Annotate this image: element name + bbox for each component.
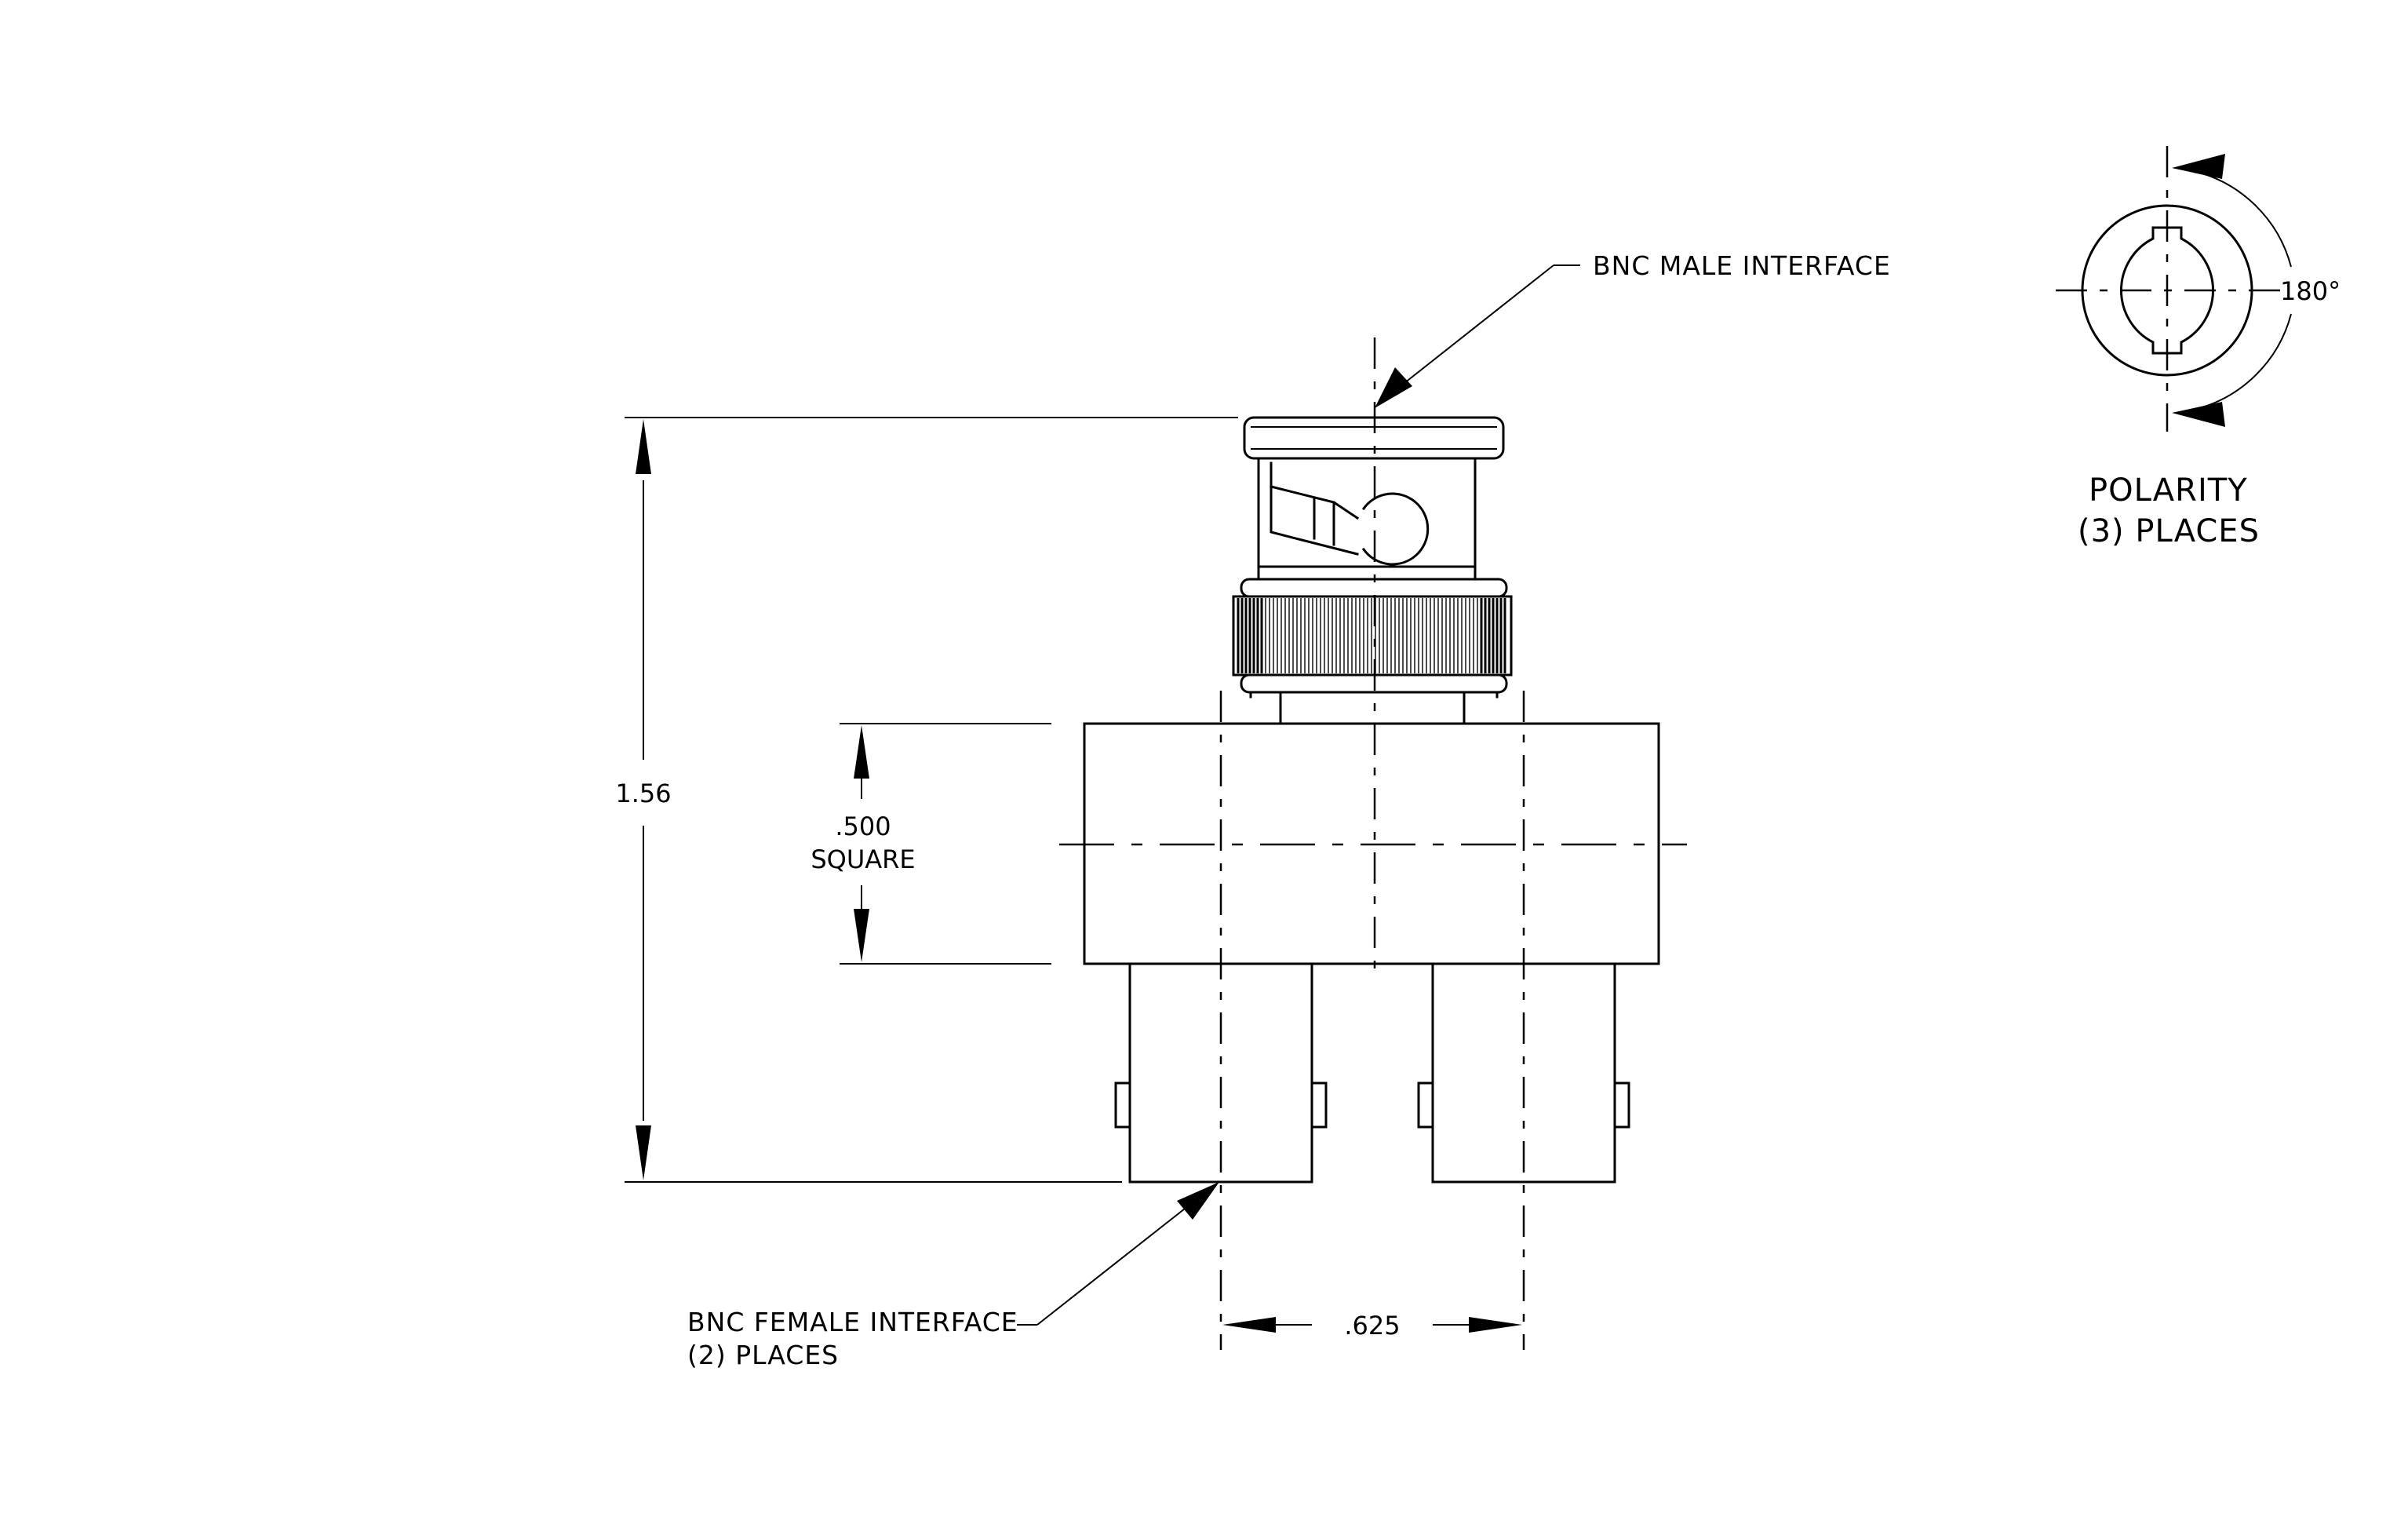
square-body bbox=[1059, 691, 1687, 1350]
callout-female-interface-line1: BNC FEMALE INTERFACE bbox=[687, 1307, 1018, 1337]
callout-male-interface-label: BNC MALE INTERFACE bbox=[1593, 250, 1891, 281]
dimension-square: .500 SQUARE bbox=[811, 723, 1051, 965]
callout-female-interface-line2: (2) PLACES bbox=[687, 1340, 839, 1370]
polarity-detail: 180° POLARITY (3) PLACES bbox=[2056, 146, 2341, 549]
polarity-subtitle: (3) PLACES bbox=[2078, 513, 2260, 549]
callout-female-interface: BNC FEMALE INTERFACE (2) PLACES bbox=[687, 1182, 1219, 1370]
dimension-overall-height: 1.56 bbox=[615, 417, 1238, 1183]
bnc-female-connector-right bbox=[1417, 962, 1630, 1184]
bnc-female-connector-left bbox=[1114, 962, 1328, 1184]
callout-male-interface: BNC MALE INTERFACE bbox=[1375, 250, 1891, 408]
knurl-pattern bbox=[1237, 598, 1506, 673]
dimension-spacing: .625 bbox=[1222, 1311, 1522, 1340]
polarity-title: POLARITY bbox=[2089, 472, 2248, 509]
bnc-male-connector bbox=[1232, 337, 1513, 981]
dimension-overall-height-label: 1.56 bbox=[615, 779, 671, 808]
dimension-square-label: SQUARE bbox=[811, 844, 915, 874]
polarity-angle-label: 180° bbox=[2280, 276, 2341, 306]
dimension-square-value: .500 bbox=[835, 812, 891, 841]
dimension-spacing-label: .625 bbox=[1344, 1311, 1400, 1340]
